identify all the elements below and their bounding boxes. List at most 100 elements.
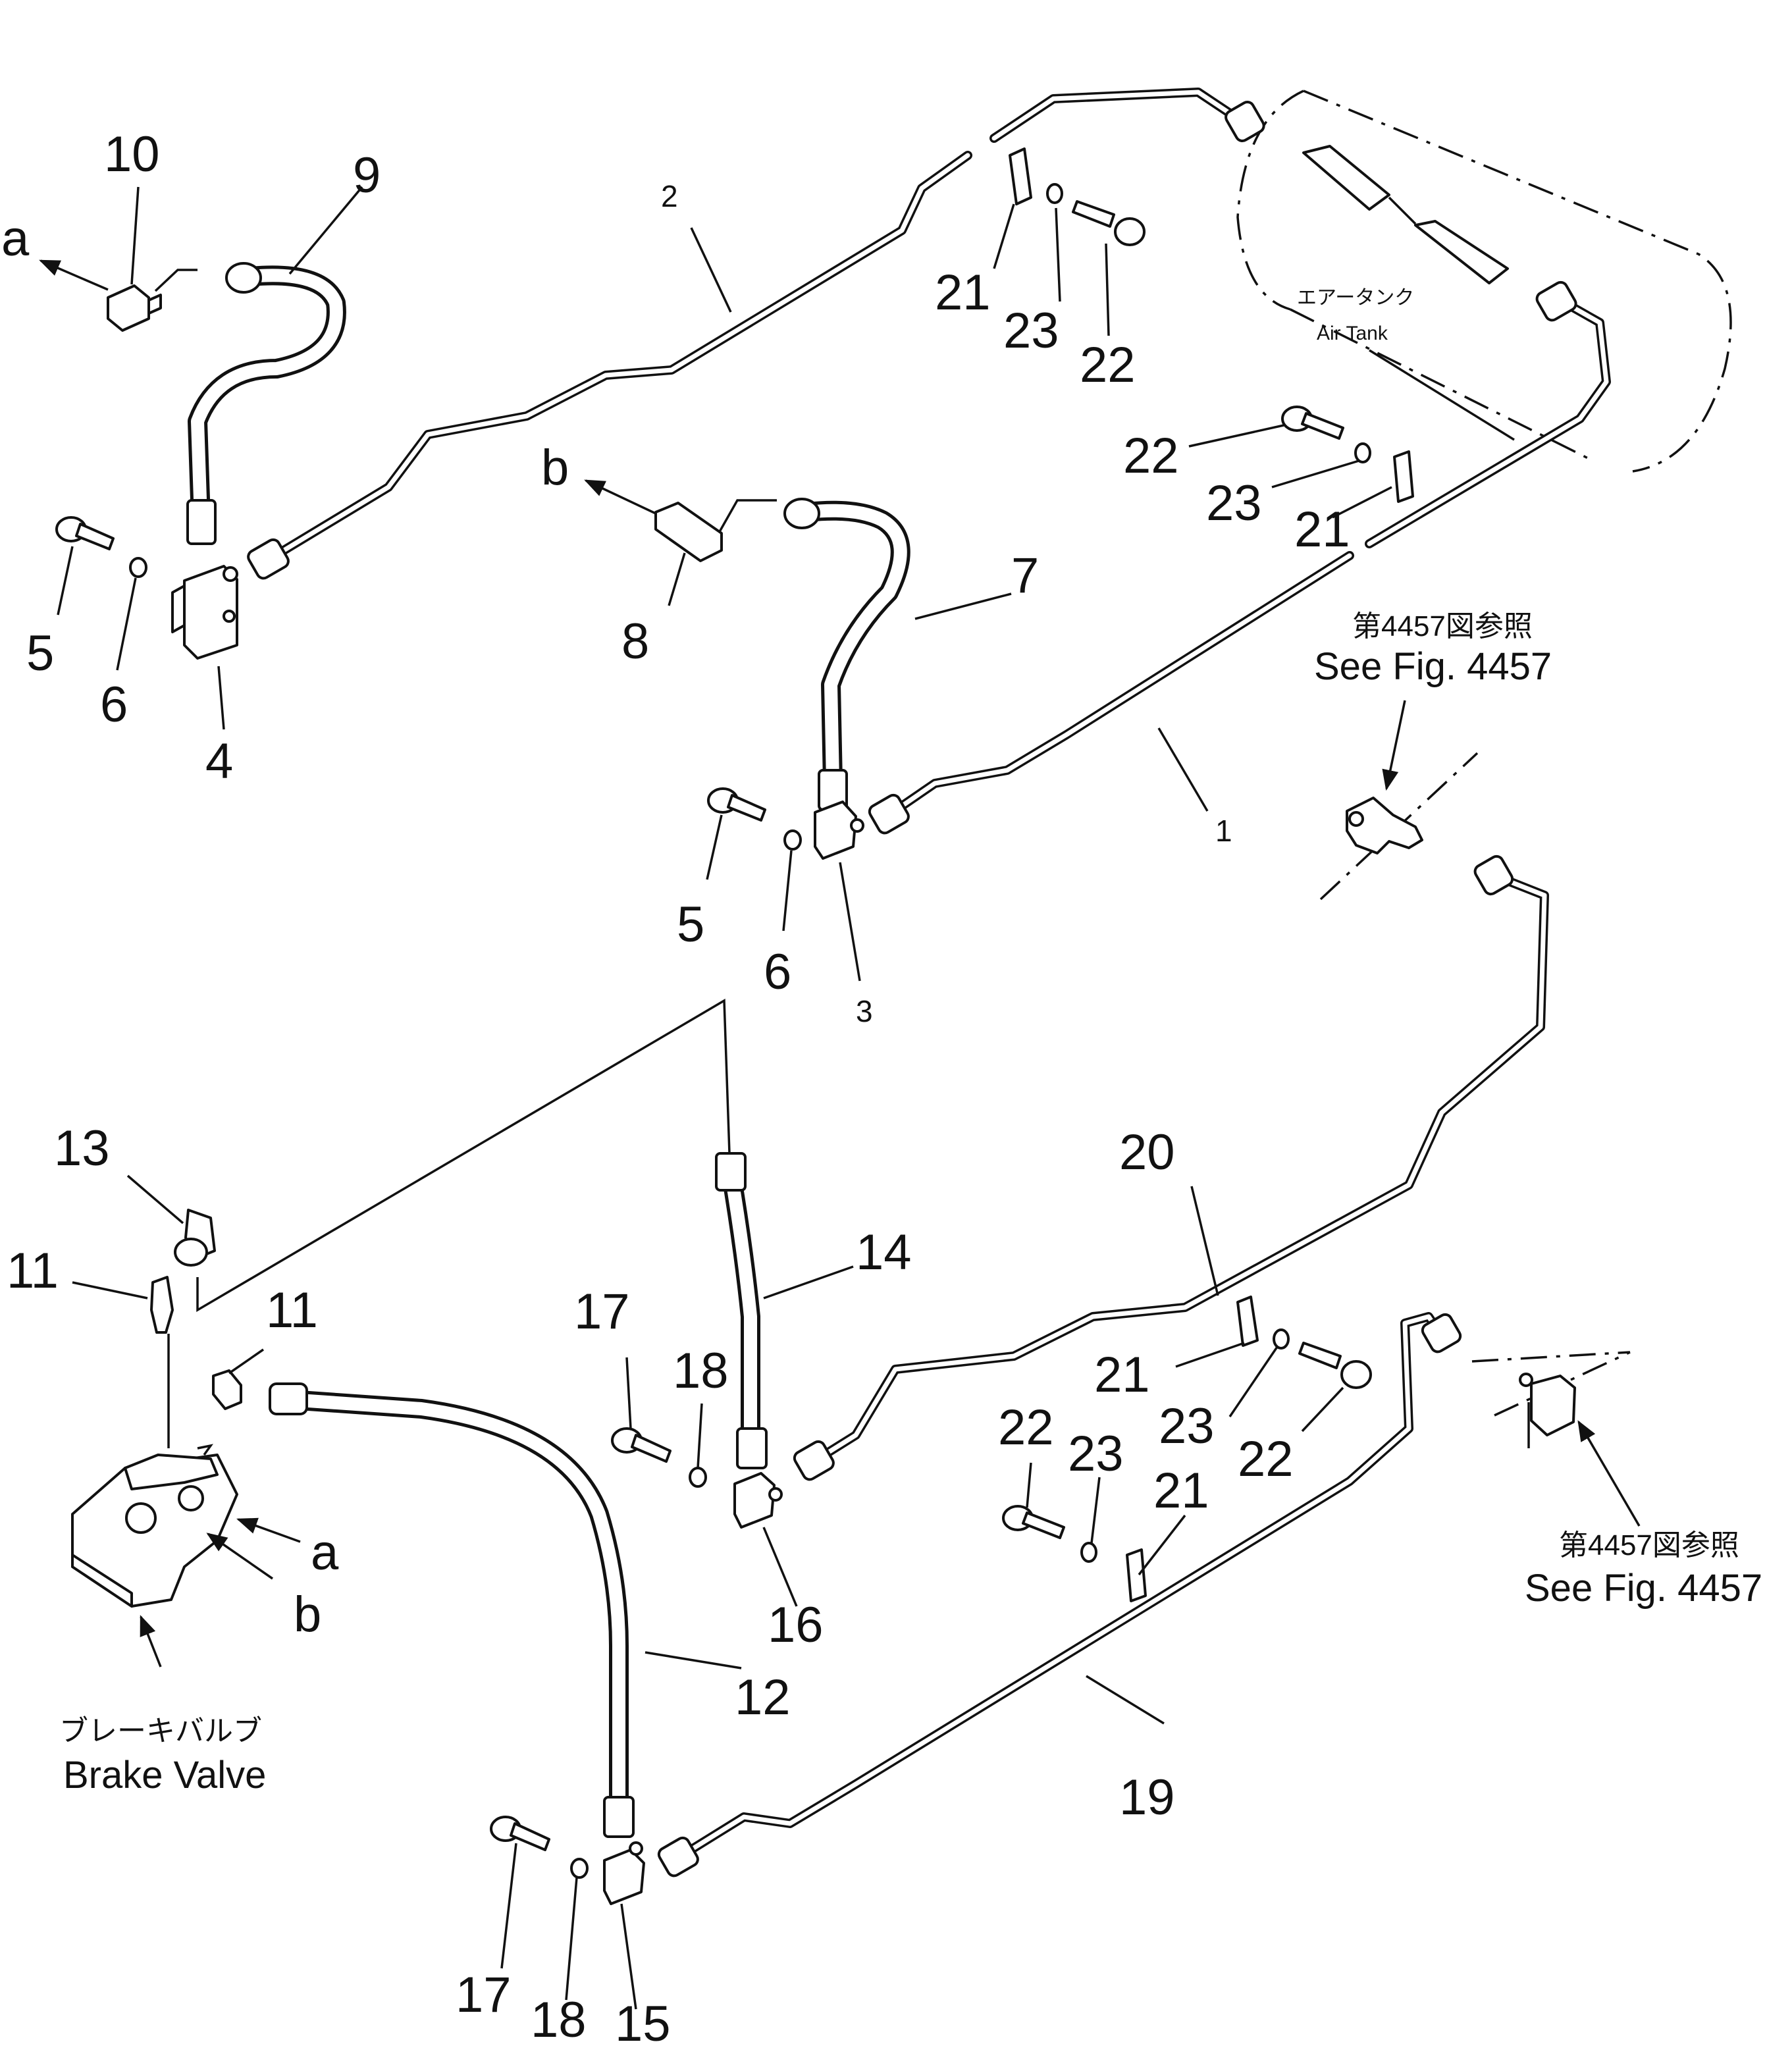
callout-b-valve: b <box>294 1587 321 1642</box>
washer-23-d <box>1080 1542 1097 1563</box>
hose-7 <box>714 498 910 811</box>
part-16-connector <box>733 1472 783 1529</box>
arrow-a-valve <box>236 1517 301 1543</box>
pipe-2 <box>247 88 1265 580</box>
callout-20: 20 <box>1119 1124 1175 1180</box>
callout-22-c: 22 <box>1238 1431 1294 1487</box>
bolt-22-a <box>1072 200 1146 246</box>
callout-21-c: 21 <box>1094 1347 1150 1403</box>
callout-2: 2 <box>661 179 678 213</box>
bolt-17-upper <box>611 1427 672 1463</box>
callout-10: 10 <box>104 126 160 182</box>
arrow-b-valve <box>206 1533 273 1580</box>
clamp-21-d <box>1126 1548 1147 1602</box>
callout-b-top: b <box>541 440 569 496</box>
pipe-20-nut-top <box>1473 854 1514 896</box>
callout-7: 7 <box>1011 548 1039 604</box>
clamp-21-b <box>1393 450 1414 503</box>
part-11-elbow-upper <box>150 1276 174 1334</box>
arrow-a-top <box>39 259 109 291</box>
pipe-19-nut-bottom <box>657 1836 699 1877</box>
pipe-2-nut-tank <box>1225 101 1265 142</box>
callout-22-a: 22 <box>1080 337 1136 393</box>
hose-14-fitting-bottom <box>736 1427 768 1469</box>
see-fig-label-en-1: See Fig. 4457 <box>1314 645 1552 688</box>
pipe-19-nut-top <box>1421 1313 1462 1353</box>
part-4-junction-block <box>171 565 238 660</box>
hose-14 <box>196 999 768 1469</box>
washer-6-middle <box>783 829 802 851</box>
callout-6-upper: 6 <box>100 677 128 733</box>
brake-valve: ブレーキバルブ Brake Valve <box>59 1334 266 1797</box>
hose-12-fitting-bottom <box>603 1796 635 1838</box>
see-fig-label-jp-2: 第4457図参照 <box>1559 1529 1739 1562</box>
washer-18-upper <box>689 1467 707 1488</box>
callout-14: 14 <box>856 1224 912 1280</box>
hose-12 <box>269 1382 635 1838</box>
part-11-elbow-lower <box>212 1369 242 1410</box>
bolt-22-c <box>1298 1342 1372 1389</box>
clamp-21-a <box>1009 147 1032 205</box>
leader-lines <box>57 186 1392 2010</box>
callout-11-lower: 11 <box>266 1282 318 1338</box>
hose-9 <box>154 262 346 545</box>
part-13-elbow <box>174 1209 216 1267</box>
callout-21-b: 21 <box>1294 502 1350 558</box>
callout-22-b: 22 <box>1123 428 1179 484</box>
callout-23-d: 23 <box>1068 1426 1124 1482</box>
bolt-22-b <box>1281 406 1344 440</box>
callout-5-middle: 5 <box>677 897 704 953</box>
hose-7-fitting-top <box>783 498 820 529</box>
washer-18-lower <box>570 1858 589 1879</box>
pipe-1-nut-tank <box>1535 280 1577 322</box>
pipe-19 <box>657 1312 1462 1877</box>
bolt-22-d <box>1002 1505 1065 1539</box>
pipe-2-nut-block <box>247 538 290 580</box>
callout-16: 16 <box>768 1597 824 1653</box>
bolt-5-upper <box>55 516 115 550</box>
hose-9-fitting-top <box>225 262 262 294</box>
callout-3: 3 <box>856 994 873 1028</box>
see-fig-label-en-2: See Fig. 4457 <box>1525 1567 1762 1610</box>
air-tank: エアータンク Air Tank <box>1236 90 1732 473</box>
callout-1: 1 <box>1215 814 1232 848</box>
brake-valve-label-jp: ブレーキバルブ <box>59 1715 262 1747</box>
callout-18-upper: 18 <box>673 1343 729 1399</box>
callout-12: 12 <box>735 1669 791 1725</box>
part-10-elbow <box>107 284 162 332</box>
callout-11-upper: 11 <box>7 1243 59 1299</box>
callout-18-lower: 18 <box>531 1992 587 2045</box>
pipe-1-nut-block <box>868 793 910 835</box>
tank-drain-valve <box>1302 145 1509 284</box>
callout-19: 19 <box>1119 1770 1175 1825</box>
callout-15: 15 <box>615 1996 671 2045</box>
hose-12-fitting-top <box>269 1382 308 1415</box>
washer-23-b <box>1354 442 1371 463</box>
part-15-connector <box>603 1841 645 1905</box>
pipe-20 <box>793 854 1549 1481</box>
see-fig-label-jp-1: 第4457図参照 <box>1352 610 1533 643</box>
pipe-1 <box>868 280 1611 835</box>
arrow-b-top <box>584 479 656 515</box>
callout-5-upper: 5 <box>26 625 54 681</box>
air-tank-label-jp: エアータンク <box>1297 287 1414 309</box>
callout-8: 8 <box>621 614 649 670</box>
callout-a-valve: a <box>311 1525 339 1581</box>
hose-9-fitting-bottom <box>186 499 217 545</box>
washer-6-upper <box>129 557 147 578</box>
callout-13: 13 <box>54 1120 110 1176</box>
air-tank-label-en: Air Tank <box>1317 323 1388 344</box>
callout-21-a: 21 <box>935 265 991 321</box>
callout-17-lower: 17 <box>456 1967 512 2023</box>
callout-17-upper: 17 <box>574 1284 630 1340</box>
callouts: 10 9 a 2 21 23 22 22 23 21 b 7 8 5 6 4 1… <box>1 126 1350 2048</box>
part-3-connector <box>814 801 864 860</box>
bolt-17-lower <box>490 1816 550 1851</box>
callout-23-b: 23 <box>1206 475 1262 531</box>
part-8-tee <box>654 502 723 562</box>
callout-22-d: 22 <box>998 1400 1054 1456</box>
callout-6-middle: 6 <box>764 944 791 1000</box>
callout-23-c: 23 <box>1159 1398 1215 1454</box>
